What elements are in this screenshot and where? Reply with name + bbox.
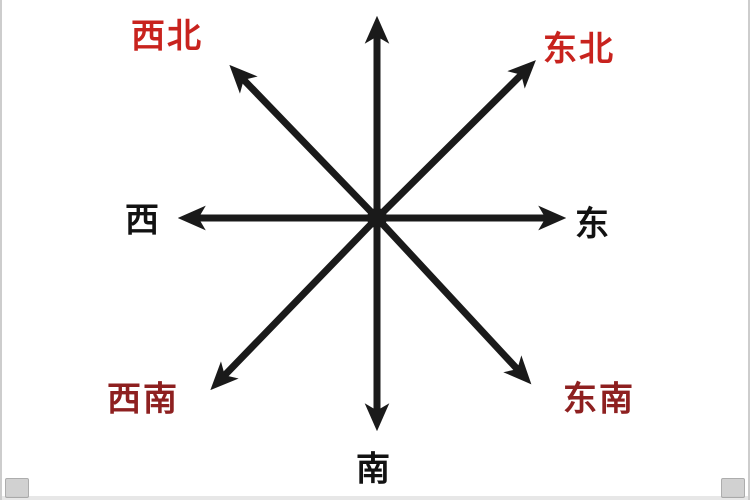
arrow-northwest [229,64,381,222]
watermark-icon [5,478,29,498]
watermark-icon [721,478,745,498]
label-northeast: 东北 [543,29,615,70]
label-southeast: 东南 [563,379,635,420]
label-south: 南 [356,449,392,490]
arrow-southeast [373,214,532,385]
arrow-southwest [210,214,381,391]
label-northwest: 西北 [131,16,203,57]
arrow-northeast [373,60,536,222]
label-southwest: 西南 [107,379,179,420]
bottom-edge-strip [2,496,748,500]
center-hub [367,208,387,228]
label-west: 西 [125,200,161,241]
label-east: 东 [575,204,611,245]
